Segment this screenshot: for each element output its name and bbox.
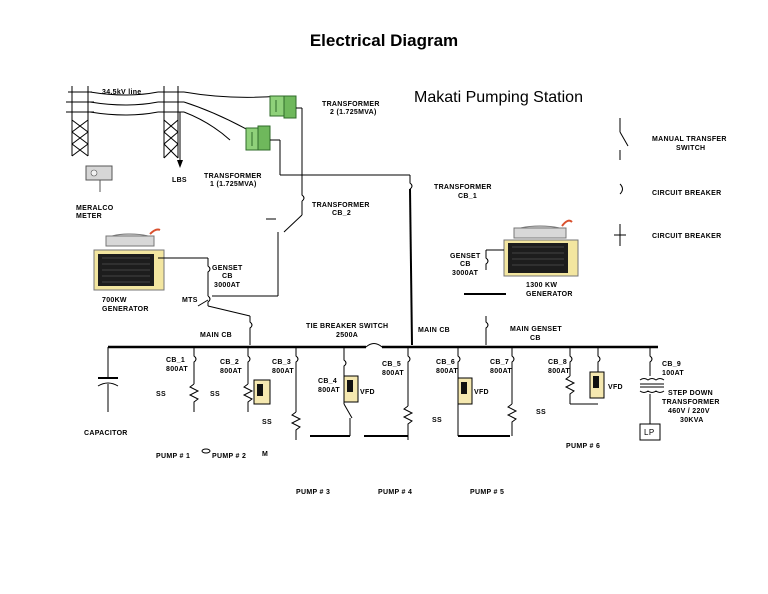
power-line-34-5kv <box>89 91 281 141</box>
genset-cb-left-label: GENSET <box>212 265 243 272</box>
main-genset-cb-label: MAIN GENSET <box>510 326 562 333</box>
vfd-6-label: VFD <box>474 389 489 396</box>
legend-manual-transfer-label-2: SWITCH <box>676 145 705 152</box>
cb6-label: CB_6 <box>436 359 455 366</box>
cb2-label: CB_2 <box>220 359 239 366</box>
cb9-label: CB_9 <box>662 361 681 368</box>
cb5-rating: 800AT <box>382 370 404 377</box>
pump-2-motor-label: M <box>262 451 268 458</box>
cb3-rating: 800AT <box>272 368 294 375</box>
genset-cb-left-rating: 3000AT <box>214 282 241 289</box>
generator-700kw-icon <box>93 228 165 291</box>
tie-breaker-label: TIE BREAKER SWITCH <box>306 323 388 330</box>
cb4-label: CB_4 <box>318 378 337 385</box>
cb3-label: CB_3 <box>272 359 291 366</box>
legend-circuit-breaker-label-1: CIRCUIT BREAKER <box>652 190 721 197</box>
ss-label-7: SS <box>536 409 546 416</box>
power-line-label: 34.5kV line <box>102 89 142 96</box>
mts-label: MTS <box>182 297 198 304</box>
pump-2-label: PUMP # 2 <box>212 453 246 460</box>
legend-manual-transfer-label: MANUAL TRANSFER <box>652 136 727 143</box>
legend-circuit-breaker-icon <box>619 183 623 195</box>
pump-6-label: PUMP # 6 <box>566 443 600 450</box>
cb9-rating: 100AT <box>662 370 684 377</box>
lp-panel-box <box>639 423 661 441</box>
ss-label-2: SS <box>210 391 220 398</box>
cb1-label: CB_1 <box>166 357 185 364</box>
legend-manual-transfer-switch-icon <box>619 118 629 160</box>
meralco-label: MERALCO <box>76 205 114 212</box>
genset-cb-right-label: GENSET <box>450 253 481 260</box>
genset-cb-right-tag: CB <box>460 261 471 268</box>
cb2-rating: 800AT <box>220 368 242 375</box>
step-down-label-4: 30KVA <box>680 417 704 424</box>
station-name: Makati Pumping Station <box>414 89 583 106</box>
lbs-label: LBS <box>172 177 187 184</box>
vfd-2-icon <box>253 379 271 405</box>
cb1-rating: 800AT <box>166 366 188 373</box>
pump-1-motor-icon <box>201 448 211 454</box>
cb8-rating: 800AT <box>548 368 570 375</box>
legend-circuit-breaker-alt-icon <box>614 224 626 246</box>
transformer-1-label: TRANSFORMER <box>204 173 262 180</box>
main-cb-left-label: MAIN CB <box>200 332 232 339</box>
main-bus <box>108 343 658 349</box>
lbs-arrow-icon <box>177 112 183 168</box>
cb7-label: CB_7 <box>490 359 509 366</box>
tie-breaker-rating: 2500A <box>336 332 358 339</box>
vfd-8-label: VFD <box>608 384 623 391</box>
capacitor-icon <box>97 347 119 412</box>
main-genset-cb-tag: CB <box>530 335 541 342</box>
transformer-1-rating: 1 (1.725MVA) <box>210 181 257 188</box>
cb6-rating: 800AT <box>436 368 458 375</box>
pump-4-label: PUMP # 4 <box>378 489 412 496</box>
genset-cb-right-rating: 3000AT <box>452 270 479 277</box>
genset-cb-left-tag: CB <box>222 273 233 280</box>
capacitor-label: CAPACITOR <box>84 430 128 437</box>
transformer-2-label: TRANSFORMER <box>322 101 380 108</box>
main-cb-mid-label: MAIN CB <box>418 327 450 334</box>
diagram-title: Electrical Diagram <box>310 31 458 50</box>
transformer-cb2-tag: CB_2 <box>332 210 351 217</box>
vfd-4-label: VFD <box>360 389 375 396</box>
generator-1300kw-icon <box>503 219 579 277</box>
transformer-cb1-label: TRANSFORMER <box>434 184 492 191</box>
ss-label-5: SS <box>432 417 442 424</box>
meralco-label-2: METER <box>76 213 102 220</box>
step-down-label-3: 460V / 220V <box>668 408 710 415</box>
step-down-label-2: TRANSFORMER <box>662 399 720 406</box>
generator-right-type: GENERATOR <box>526 291 573 298</box>
vfd-8-icon <box>589 371 605 399</box>
generator-left-type: GENERATOR <box>102 306 149 313</box>
pump-3-label: PUMP # 3 <box>296 489 330 496</box>
step-down-label-1: STEP DOWN <box>668 390 713 397</box>
ss-label-1: SS <box>156 391 166 398</box>
generator-right-label: 1300 KW <box>526 282 557 289</box>
cb8-label: CB_8 <box>548 359 567 366</box>
cb7-rating: 800AT <box>490 368 512 375</box>
step-down-transformer-icon <box>639 378 665 424</box>
cb4-rating: 800AT <box>318 387 340 394</box>
transformer-2-icon <box>269 95 297 119</box>
transformer-2-rating: 2 (1.725MVA) <box>330 109 377 116</box>
transmission-tower-left <box>66 86 94 157</box>
ss-label-3: SS <box>262 419 272 426</box>
transformer-1-icon <box>245 125 271 151</box>
meralco-meter-icon <box>85 165 113 192</box>
pump-5-label: PUMP # 5 <box>470 489 504 496</box>
transformer-cb2-label: TRANSFORMER <box>312 202 370 209</box>
lp-label: LP <box>644 428 655 437</box>
legend-circuit-breaker-label-2: CIRCUIT BREAKER <box>652 233 721 240</box>
cb5-label: CB_5 <box>382 361 401 368</box>
pump-1-label: PUMP # 1 <box>156 453 190 460</box>
generator-left-label: 700KW <box>102 297 127 304</box>
vfd-4-icon <box>343 375 359 403</box>
vfd-6-icon <box>457 377 473 405</box>
transformer-cb1-tag: CB_1 <box>458 193 477 200</box>
